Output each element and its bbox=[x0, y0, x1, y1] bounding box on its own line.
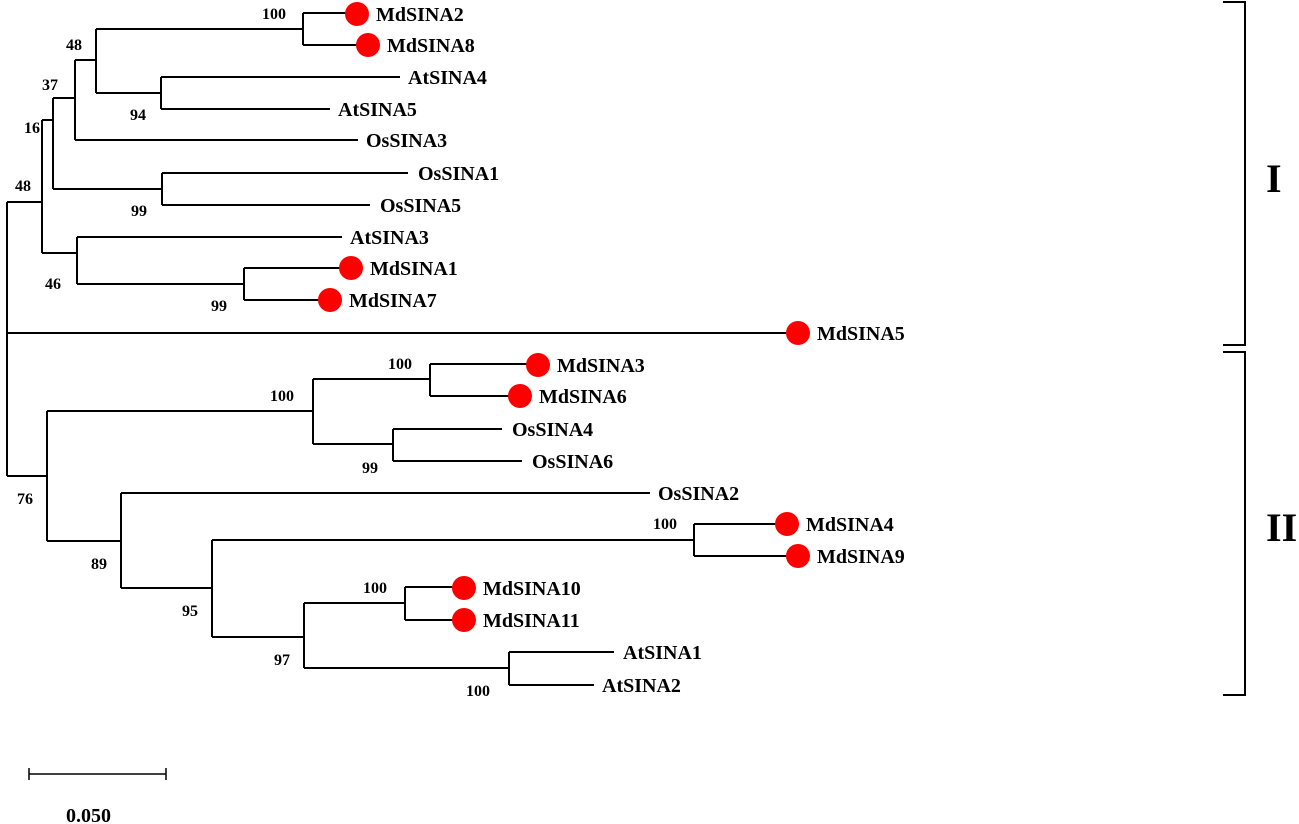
leaf-label-ossina4: OsSINA4 bbox=[512, 419, 593, 441]
clade-ii-label: II bbox=[1266, 505, 1297, 550]
bootstrap-value: 100 bbox=[653, 516, 677, 533]
mdsina2-marker bbox=[345, 2, 369, 26]
bootstrap-value: 95 bbox=[182, 603, 198, 620]
leaf-label-ossina5: OsSINA5 bbox=[380, 195, 461, 217]
leaf-label-mdsina2: MdSINA2 bbox=[376, 4, 464, 26]
clade-i-label: I bbox=[1266, 156, 1282, 201]
clade-brackets: I II bbox=[1223, 1, 1297, 696]
scale-bar-line bbox=[28, 768, 167, 780]
leaf-label-ossina2: OsSINA2 bbox=[658, 483, 739, 505]
leaf-label-ossina3: OsSINA3 bbox=[366, 130, 447, 152]
bootstrap-value: 99 bbox=[211, 298, 227, 315]
bootstrap-values: 100 48 37 94 16 48 99 46 99 100 100 99 7… bbox=[15, 6, 677, 700]
leaf-label-ossina6: OsSINA6 bbox=[532, 451, 613, 473]
mdsina5-marker bbox=[786, 321, 810, 345]
bootstrap-value: 46 bbox=[45, 276, 61, 293]
mdsina11-marker bbox=[452, 608, 476, 632]
mdsina4-marker bbox=[775, 512, 799, 536]
leaf-label-mdsina10: MdSINA10 bbox=[483, 578, 581, 600]
tree-branches bbox=[6, 12, 792, 686]
leaf-label-mdsina6: MdSINA6 bbox=[539, 386, 627, 408]
bootstrap-value: 100 bbox=[466, 683, 490, 700]
leaf-label-mdsina8: MdSINA8 bbox=[387, 35, 475, 57]
bootstrap-value: 97 bbox=[274, 652, 290, 669]
bootstrap-value: 99 bbox=[362, 460, 378, 477]
bootstrap-value: 48 bbox=[15, 178, 31, 195]
mdsina6-marker bbox=[508, 384, 532, 408]
mdsina8-marker bbox=[356, 33, 380, 57]
leaf-labels: MdSINA2 MdSINA8 AtSINA4 AtSINA5 OsSINA3 … bbox=[338, 4, 905, 697]
clade-i-bracket bbox=[1223, 1, 1246, 346]
leaf-label-atsina3: AtSINA3 bbox=[350, 227, 429, 249]
bootstrap-value: 99 bbox=[131, 203, 147, 220]
leaf-label-atsina4: AtSINA4 bbox=[408, 67, 487, 89]
leaf-label-mdsina7: MdSINA7 bbox=[349, 290, 437, 312]
leaf-label-mdsina1: MdSINA1 bbox=[370, 258, 458, 280]
leaf-label-atsina5: AtSINA5 bbox=[338, 99, 417, 121]
bootstrap-value: 100 bbox=[388, 356, 412, 373]
mdsina10-marker bbox=[452, 576, 476, 600]
bootstrap-value: 76 bbox=[17, 491, 33, 508]
mdsina7-marker bbox=[318, 288, 342, 312]
scale-bar: 0.050 bbox=[28, 768, 167, 824]
leaf-label-atsina2: AtSINA2 bbox=[602, 675, 681, 697]
bootstrap-value: 100 bbox=[363, 580, 387, 597]
bootstrap-value: 37 bbox=[42, 77, 58, 94]
bootstrap-value: 100 bbox=[270, 388, 294, 405]
bootstrap-value: 94 bbox=[130, 107, 146, 124]
leaf-label-mdsina4: MdSINA4 bbox=[806, 514, 894, 536]
leaf-label-mdsina3: MdSINA3 bbox=[557, 355, 645, 377]
leaf-label-atsina1: AtSINA1 bbox=[623, 642, 702, 664]
leaf-label-mdsina5: MdSINA5 bbox=[817, 323, 905, 345]
bootstrap-value: 16 bbox=[24, 120, 40, 137]
mdsina9-marker bbox=[786, 544, 810, 568]
leaf-label-mdsina11: MdSINA11 bbox=[483, 610, 580, 632]
marker-group bbox=[318, 2, 810, 632]
scale-bar-label: 0.050 bbox=[66, 805, 111, 824]
mdsina3-marker bbox=[526, 353, 550, 377]
leaf-label-mdsina9: MdSINA9 bbox=[817, 546, 905, 568]
bootstrap-value: 89 bbox=[91, 556, 107, 573]
mdsina1-marker bbox=[339, 256, 363, 280]
leaf-label-ossina1: OsSINA1 bbox=[418, 163, 499, 185]
branch-md5-join bbox=[6, 202, 790, 334]
clade-ii-bracket bbox=[1223, 351, 1246, 696]
bootstrap-value: 100 bbox=[262, 6, 286, 23]
bootstrap-value: 48 bbox=[66, 37, 82, 54]
